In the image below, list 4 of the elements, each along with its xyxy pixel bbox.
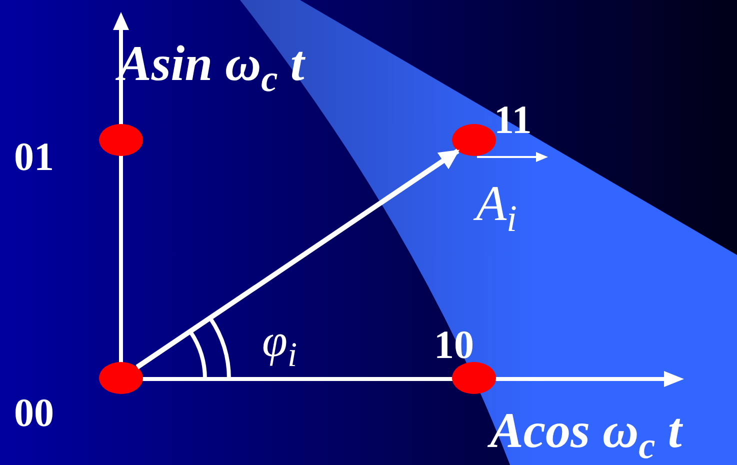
symbol-code: 00 bbox=[14, 393, 54, 433]
symbol-code: 01 bbox=[14, 137, 54, 177]
angle-label: φ$_{i}$ bbox=[262, 318, 298, 373]
vector-arrow bbox=[136, 148, 460, 370]
